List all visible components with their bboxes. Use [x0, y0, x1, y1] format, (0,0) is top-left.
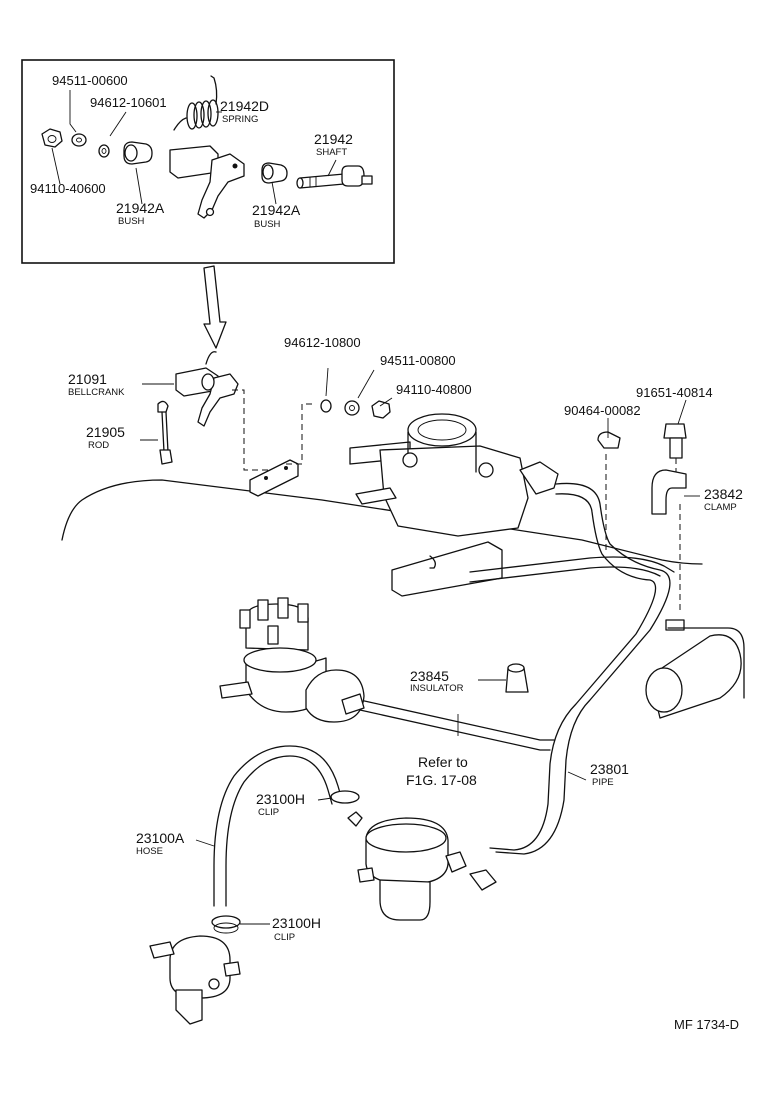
label-clip-lower: CLIP — [274, 932, 295, 943]
figure-code: MF 1734-D — [674, 1017, 739, 1032]
label-23100H-lower: 23100H — [272, 915, 321, 931]
fuel-pump — [357, 817, 497, 921]
label-insulator: INSULATOR — [410, 683, 464, 694]
spring-21942D — [173, 75, 219, 131]
label-21905: 21905 — [86, 424, 125, 440]
label-refer-fig: F1G. 17-08 — [406, 772, 477, 788]
bellcrank-21091 — [175, 351, 239, 427]
label-23100H-upper: 23100H — [256, 791, 305, 807]
clip-90464-00082 — [597, 431, 621, 449]
assembly-lines — [232, 389, 681, 614]
fasteners-middle — [320, 399, 391, 419]
label-bush-right: BUSH — [254, 219, 281, 230]
pointer-arrow — [203, 265, 227, 349]
label-clamp: CLAMP — [704, 502, 737, 513]
label-94612-10800: 94612-10800 — [284, 335, 361, 350]
label-94110-40600: 94110-40600 — [30, 181, 106, 196]
bolt-91651-40814 — [663, 423, 687, 459]
shaft-21942 — [296, 165, 373, 189]
mount-bracket — [249, 459, 299, 497]
vacuum-line-refer — [359, 699, 555, 751]
rod-21905 — [157, 400, 173, 465]
label-94511-00600: 94511-00600 — [52, 73, 128, 88]
carburetor — [349, 413, 559, 597]
label-23845: 23845 — [410, 668, 449, 684]
label-23100A: 23100A — [136, 830, 185, 846]
label-21091: 21091 — [68, 371, 107, 387]
label-21942A-right: 21942A — [252, 202, 301, 218]
hose-23100A — [213, 745, 343, 907]
label-21942D: 21942D — [220, 98, 269, 114]
inset-detail-box — [21, 59, 395, 264]
bush-21942A-right — [261, 162, 288, 184]
lock-washer-94612-10601 — [98, 144, 110, 158]
pipe-23801 — [469, 482, 675, 855]
label-21942: 21942 — [314, 131, 353, 147]
label-rod: ROD — [88, 440, 109, 451]
label-bellcrank: BELLCRANK — [68, 387, 125, 398]
insulator-23845 — [505, 663, 529, 693]
label-23801: 23801 — [590, 761, 629, 777]
label-94110-40800: 94110-40800 — [396, 382, 472, 397]
label-21942A-left: 21942A — [116, 200, 165, 216]
clamp-23842 — [651, 469, 687, 515]
bellcrank-lever-inset — [169, 145, 245, 219]
label-bush-left: BUSH — [118, 216, 145, 227]
labels: 94511-00600 94612-10601 21942D SPRING 21… — [30, 73, 743, 1032]
label-spring: SPRING — [222, 114, 258, 125]
label-94612-10601: 94612-10601 — [90, 95, 167, 110]
label-shaft: SHAFT — [316, 147, 347, 158]
label-91651-40814: 91651-40814 — [636, 385, 713, 400]
engine-outline — [61, 479, 745, 699]
label-94511-00800: 94511-00800 — [380, 353, 456, 368]
vacuum-unit — [149, 935, 241, 1025]
label-90464-00082: 90464-00082 — [564, 403, 641, 418]
label-clip-upper: CLIP — [258, 807, 279, 818]
label-hose: HOSE — [136, 846, 163, 857]
clip-23100H-upper — [330, 790, 363, 827]
clip-23100H-lower — [211, 915, 241, 934]
canister-right — [645, 634, 742, 719]
washer-94511-00600 — [71, 133, 87, 147]
bush-21942A-left — [123, 141, 153, 165]
label-refer-to: Refer to — [418, 754, 468, 770]
leader-lines — [51, 90, 700, 925]
distributor — [219, 597, 365, 723]
label-23842: 23842 — [704, 486, 743, 502]
nut-94110-40600 — [41, 128, 63, 148]
label-pipe: PIPE — [592, 777, 614, 788]
